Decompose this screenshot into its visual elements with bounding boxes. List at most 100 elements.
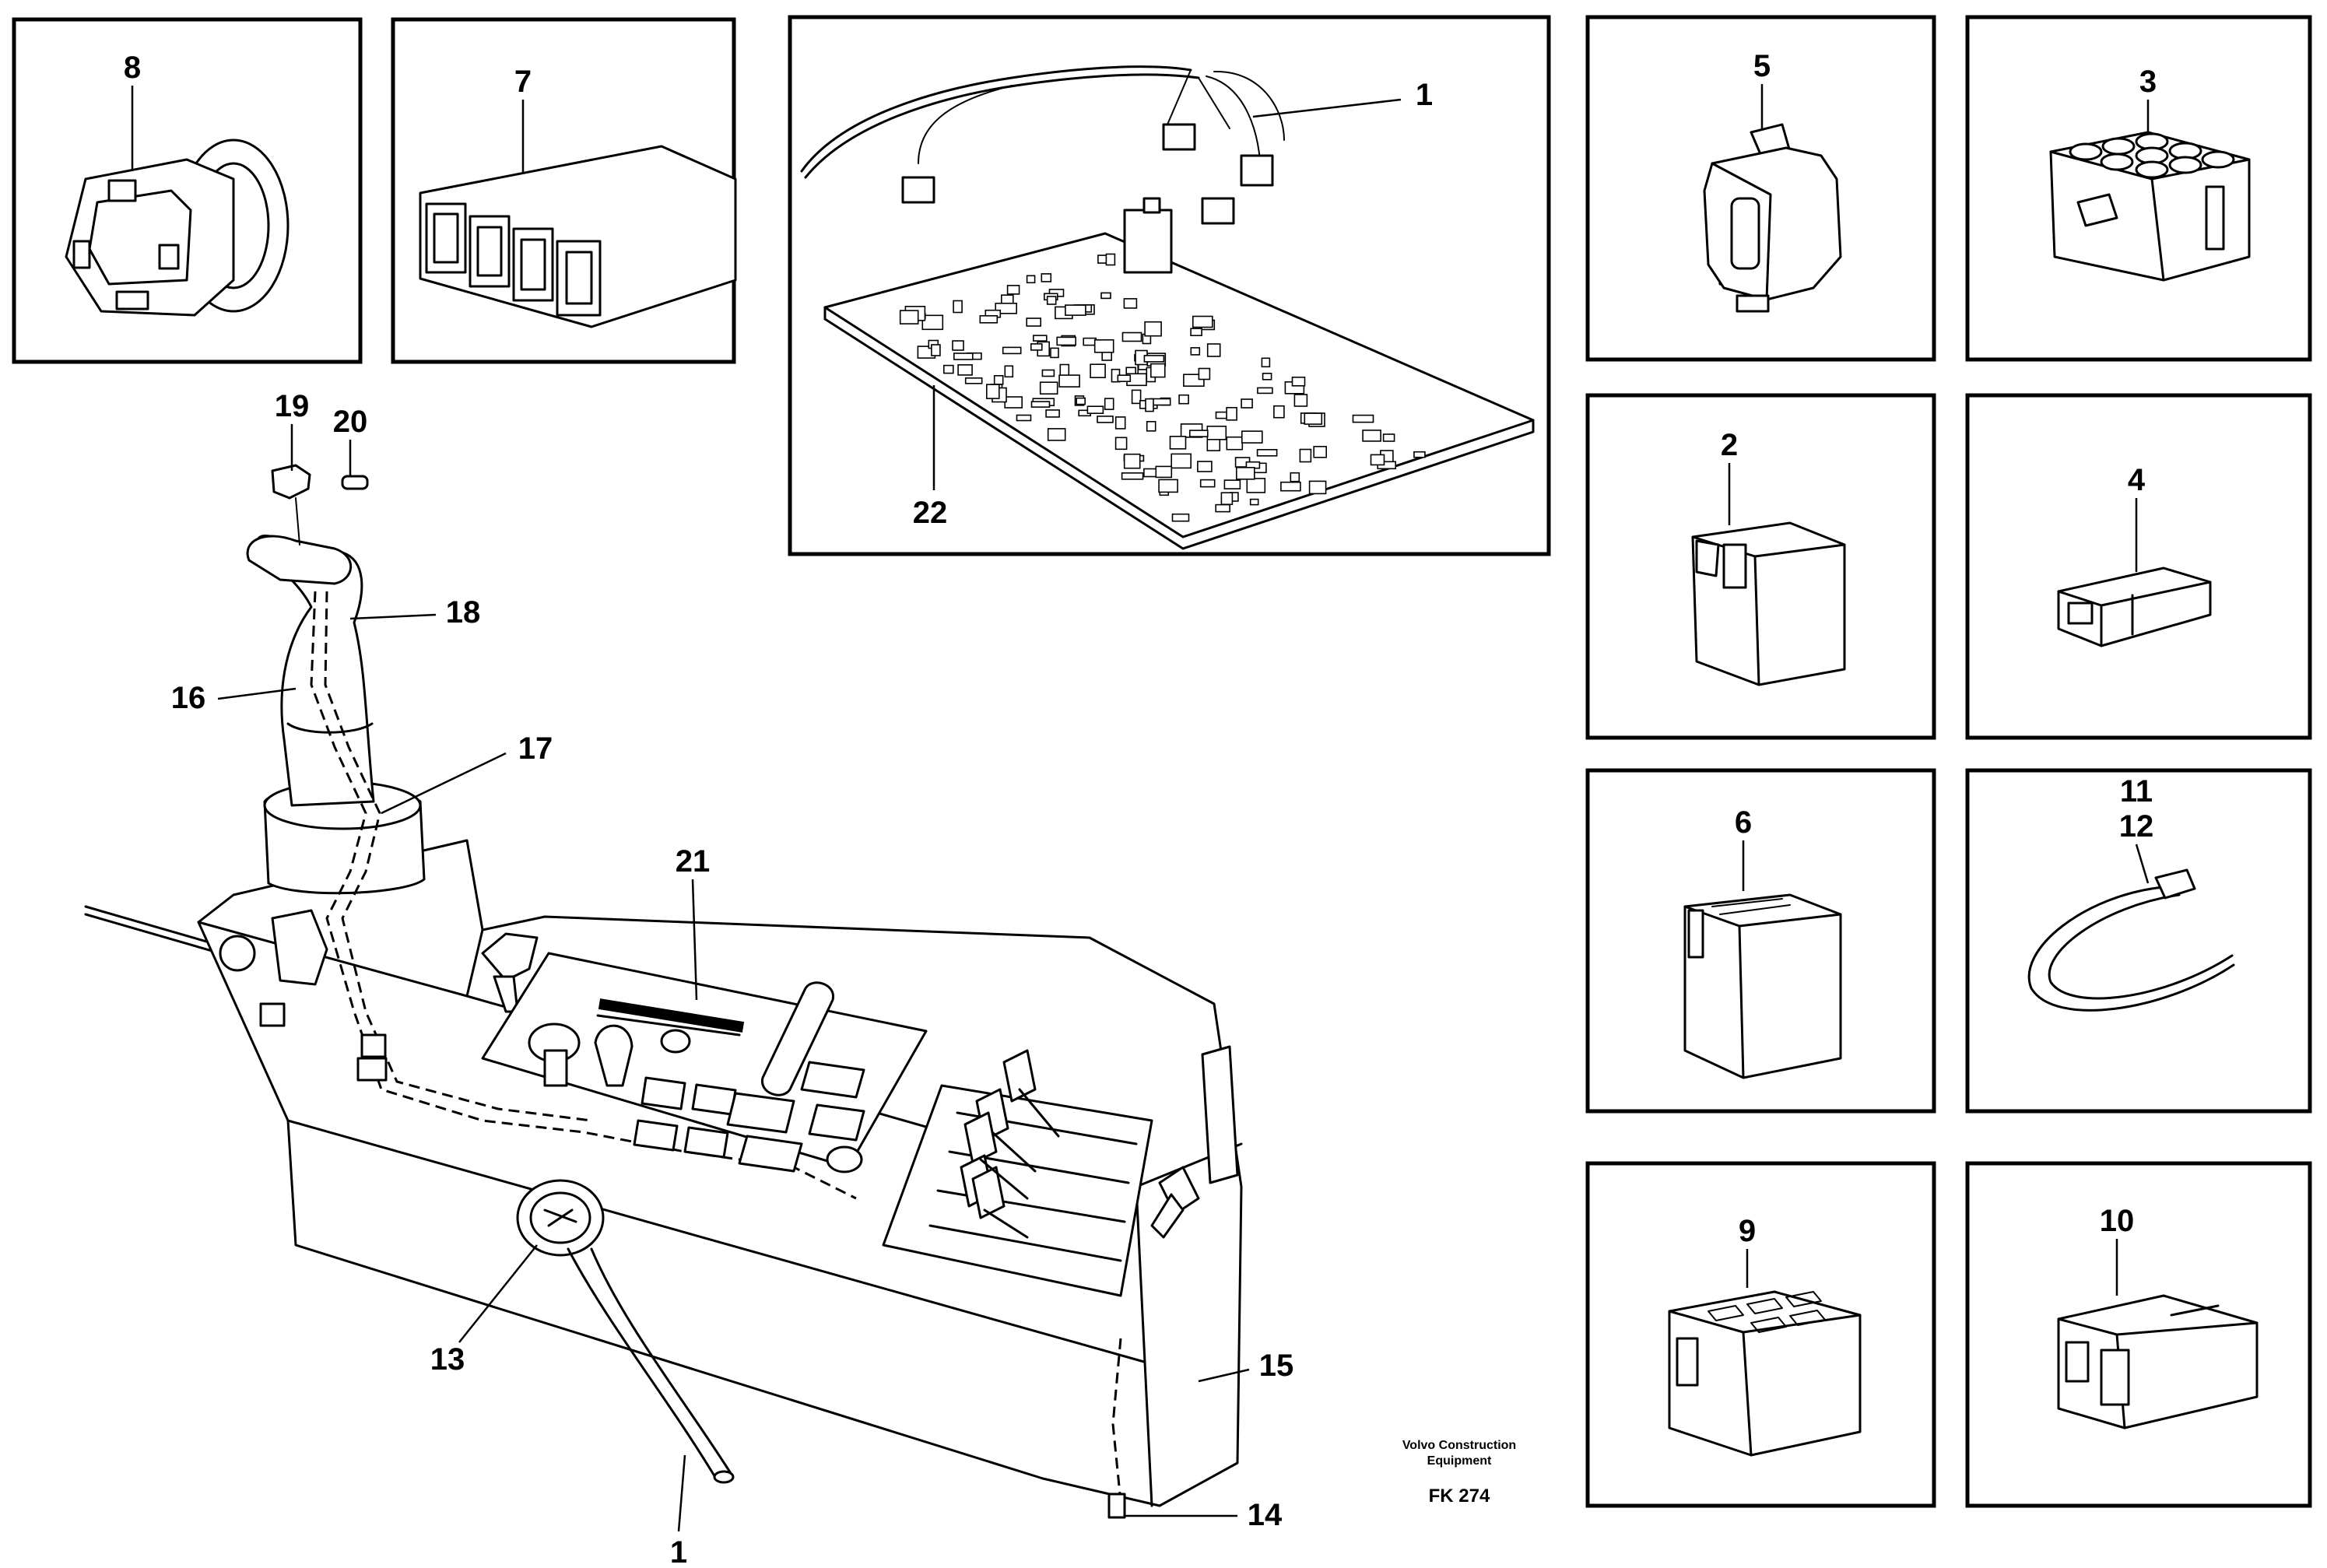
board-component [1104,398,1114,410]
board-component [1076,397,1086,405]
panel-part-7: 7 [391,17,737,364]
board-component [1171,453,1192,469]
board-component [1026,275,1036,284]
board-component [1293,394,1308,407]
board-component [1144,321,1162,337]
wire-connectors [901,123,1274,225]
board-component [1056,336,1076,346]
board-component [1145,398,1154,412]
board-component [1362,430,1381,442]
panel-part-10: 10 [1965,1161,2312,1508]
board-component [1039,381,1058,395]
board-component [1100,292,1111,300]
label-21: 21 [676,844,711,879]
board-component [1083,337,1097,346]
board-component [1026,317,1041,327]
board-component [953,353,974,360]
board-component [1004,396,1023,409]
board-component [1046,296,1057,305]
label-19: 19 [275,389,310,423]
board-component [1097,416,1114,423]
board-component [1198,367,1211,381]
board-component [1171,513,1190,522]
board-component [1226,436,1244,451]
board-component [1256,448,1278,457]
board-component [952,340,964,351]
board-component [1121,472,1144,480]
board-component [964,377,983,384]
console-callouts: 19 20 18 16 17 21 13 15 14 1 [171,389,1294,1568]
board-component [1123,298,1138,309]
board-component [1382,433,1395,442]
label-3: 3 [2139,65,2157,99]
board-component [1006,285,1020,295]
board-component [1114,416,1126,430]
label-7: 7 [514,65,532,99]
board-component [1131,389,1142,405]
board-component [1155,465,1173,479]
label-13: 13 [430,1342,465,1377]
panel-part-2: 2 [1585,393,1936,740]
board-component [1190,347,1201,356]
board-component [1189,430,1209,437]
board-component [1158,479,1178,493]
label-14: 14 [1248,1498,1283,1532]
board-component [1030,343,1043,351]
board-component [1308,480,1327,495]
board-component [1223,479,1241,489]
board-component [1114,437,1128,451]
board-component [1197,461,1213,472]
label-10: 10 [2100,1204,2135,1238]
board-component [1117,374,1132,383]
indicator-windows [633,1061,865,1173]
label-5: 5 [1753,49,1771,83]
board-component [1105,253,1116,266]
board-component [1313,445,1327,458]
board-component [1123,453,1141,469]
board-component [1199,479,1216,488]
board-component [1241,430,1263,444]
board-component [1226,406,1237,421]
board-component [1050,347,1059,359]
panel-part-8: 8 [12,17,363,364]
board-component [957,364,973,376]
board-component [1178,394,1189,405]
board-component [1016,414,1032,422]
board-component [1273,405,1285,419]
board-component [1291,376,1306,387]
board-component [1033,335,1048,342]
board-component [943,364,954,374]
board-component [1280,481,1301,492]
board-component [1146,420,1156,432]
board-component [1143,355,1165,363]
board-component [1004,365,1014,378]
label-16: 16 [171,681,206,715]
label-9: 9 [1739,1214,1756,1248]
board-component [1090,363,1106,379]
board-components [899,253,1426,522]
board-component [1190,328,1202,337]
label-2: 2 [1721,428,1738,462]
board-component [1093,339,1114,353]
board-component [1241,398,1253,409]
label-6: 6 [1735,805,1752,840]
figure-footer: Volvo Construction Equipment FK 274 [1402,1439,1516,1507]
label-4: 4 [2128,463,2146,497]
panel-part-9: 9 [1585,1161,1936,1508]
label-1-bottom: 1 [670,1535,687,1568]
board-component [1192,315,1213,328]
panel-part-6: 6 [1585,768,1936,1114]
board-component [1065,304,1086,316]
label-20: 20 [333,405,368,439]
board-component [1041,369,1055,377]
board-component [1041,273,1052,282]
board-component [1262,372,1272,381]
label-8: 8 [124,51,141,85]
board-component [986,384,1000,399]
top-cavities [1708,1291,1826,1333]
label-1-top: 1 [1416,78,1433,112]
company-name-line2: Equipment [1427,1454,1492,1468]
board-component [1169,435,1187,450]
control-levers [928,1049,1138,1262]
